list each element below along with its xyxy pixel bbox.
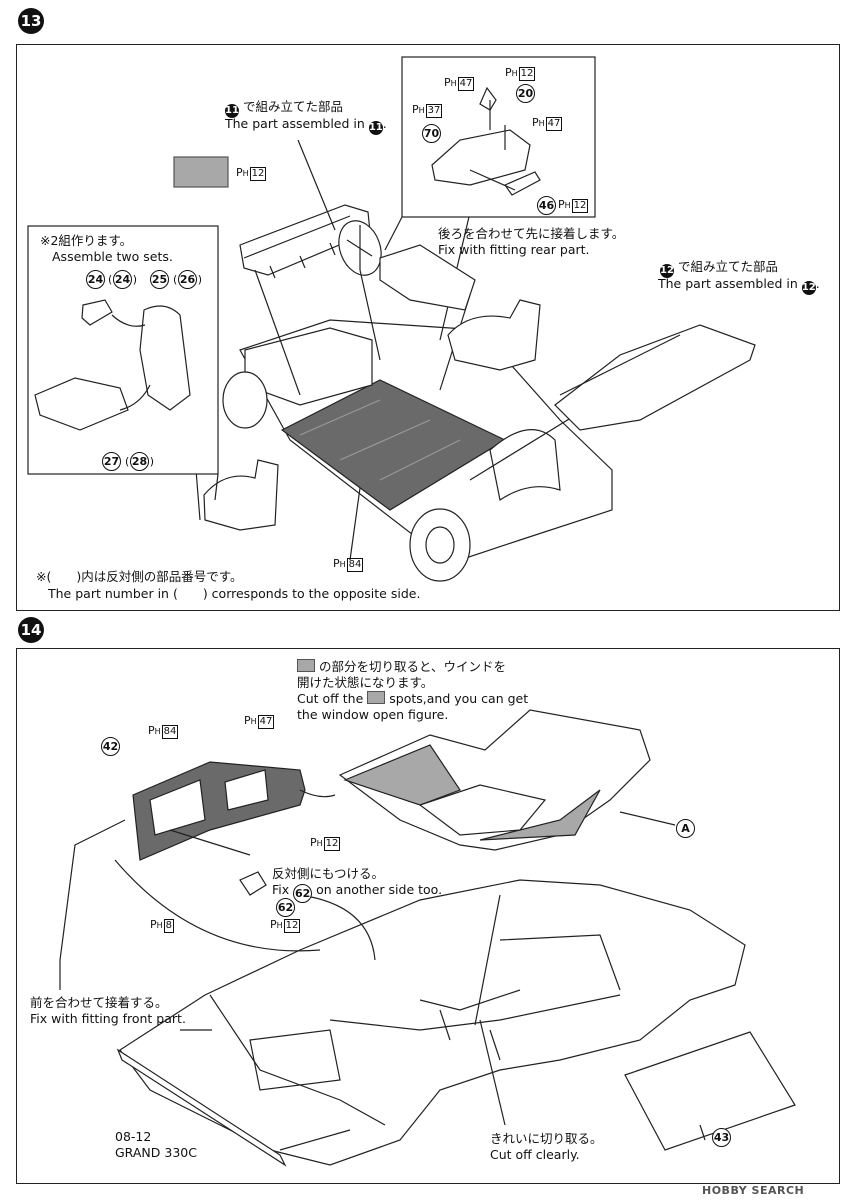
ref-11-badge: 11: [225, 104, 239, 118]
seat-box-jp: ※2組作ります。: [40, 233, 133, 248]
fit-front-en: Fix with fitting front part.: [30, 1011, 186, 1026]
watermark: HOBBY SEARCH: [702, 1184, 805, 1197]
step-13-number: 13: [18, 8, 44, 34]
step-14-number: 14: [18, 617, 44, 643]
part-24: 24: [86, 270, 105, 289]
paint-ph47-s14-code: 47: [257, 715, 275, 729]
other-side-jp: 反対側にもつける。: [272, 866, 385, 881]
assembled-11-jp-text: で組み立てた部品: [242, 99, 343, 114]
part-43: 43: [712, 1128, 731, 1147]
part-24-opposite: 24: [108, 270, 137, 289]
part-42: 42: [101, 737, 120, 756]
paint-ph12-s14-b-code: 12: [283, 919, 301, 933]
assembled-11-en: The part assembled in 11.: [225, 116, 387, 135]
fit-rear-jp: 後ろを合わせて先に接着します。: [438, 226, 625, 241]
cut-clean-en: Cut off clearly.: [490, 1147, 580, 1162]
paint-ph47-a-code: 47: [457, 77, 475, 91]
ref-11-badge-en: 11: [368, 121, 383, 135]
part-25: 25: [150, 270, 169, 289]
cut-jp-line1: の部分を切り取ると、ウインドを: [297, 658, 506, 675]
paint-ph47-b-code: 47: [545, 117, 563, 131]
cut-en-line1b: spots,and you can get: [389, 691, 529, 706]
cut-clean-jp: きれいに切り取る。: [490, 1131, 603, 1146]
note-en: The part number in ( ) corresponds to th…: [48, 586, 421, 601]
paint-ph84-code: 84: [346, 558, 364, 572]
part-62: 62: [276, 898, 295, 917]
part-62-ref: 62: [293, 884, 313, 903]
assembled-11-en-text: The part assembled in: [225, 116, 365, 131]
cut-en-line2: the window open figure.: [297, 707, 449, 722]
paint-ph84-s14-code: 84: [161, 725, 179, 739]
assembled-12-jp: 12 で組み立てた部品: [660, 258, 778, 278]
paint-ph8-s14-code: 8: [163, 919, 175, 933]
assembled-11-jp: 11 で組み立てた部品: [225, 98, 343, 118]
part-46: 46: [537, 196, 556, 215]
ref-12-badge: 12: [660, 264, 674, 278]
part-26: 26: [173, 270, 202, 289]
model-name: GRAND 330C: [115, 1145, 197, 1160]
shade-swatch-icon: [297, 659, 315, 672]
cut-jp-line2: 開けた状態になります。: [297, 675, 434, 690]
step-13-frame: [16, 44, 840, 611]
part-70: 70: [422, 124, 441, 143]
fit-front-jp: 前を合わせて接着する。: [30, 995, 168, 1010]
ref-12-badge-en: 12: [801, 281, 816, 295]
part-28: 28: [125, 452, 154, 471]
paint-ph37-code: 37: [425, 104, 443, 118]
cut-en-line1: Cut off the spots,and you can get: [297, 690, 528, 707]
seat-box-en: Assemble two sets.: [52, 249, 173, 264]
part-27: 27: [102, 452, 121, 471]
paint-ph12-a-code: 12: [249, 167, 267, 181]
assembled-12-en-text: The part assembled in: [658, 276, 798, 291]
paint-ph12-s14-a-code: 12: [323, 837, 341, 851]
part-20: 20: [516, 84, 535, 103]
model-code: 08-12: [115, 1129, 152, 1144]
other-side-en: Fix 62 on another side too.: [272, 881, 442, 903]
note-jp: ※( )内は反対側の部品番号です。: [36, 569, 243, 584]
assembled-12-en: The part assembled in 12.: [658, 276, 820, 295]
shade-swatch-icon-2: [367, 691, 386, 704]
fit-rear-en: Fix with fitting rear part.: [438, 242, 590, 257]
cut-en-line1a: Cut off the: [297, 691, 364, 706]
cut-jp-line1-text: の部分を切り取ると、ウインドを: [318, 659, 506, 674]
assembled-12-jp-text: で組み立てた部品: [677, 259, 778, 274]
other-side-en-b: on another side too.: [316, 882, 443, 897]
paint-ph12-b-code: 12: [518, 67, 536, 81]
step-14-frame: [16, 648, 840, 1184]
part-A: A: [676, 819, 695, 838]
paint-ph12-c-code: 12: [571, 199, 589, 213]
other-side-en-a: Fix: [272, 882, 290, 897]
